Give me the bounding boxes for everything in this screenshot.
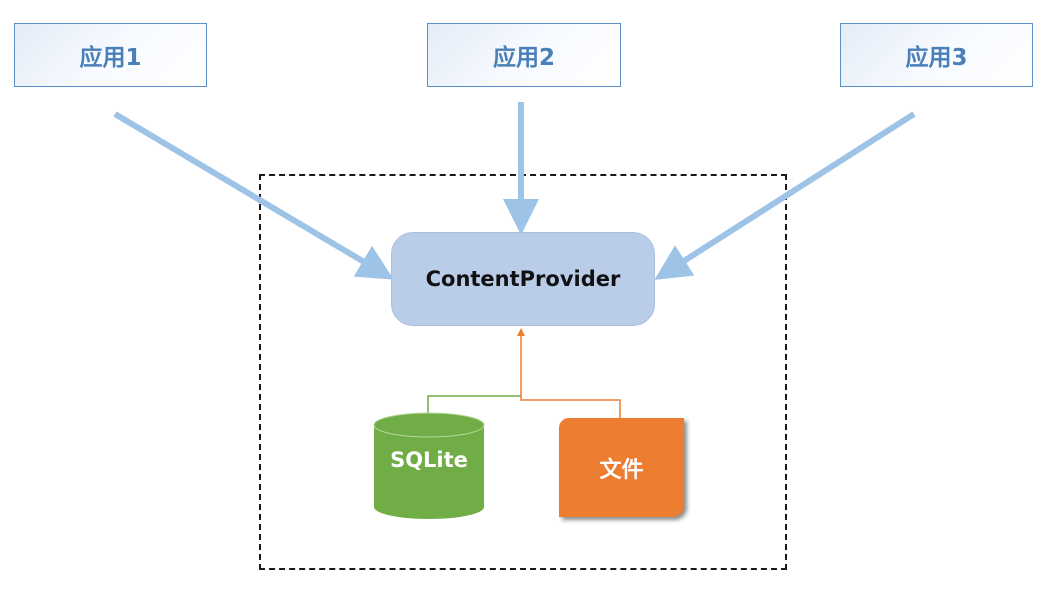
- app-3-label: 应用3: [905, 45, 968, 71]
- arrow-app3-to-provider: [654, 111, 916, 280]
- sqlite-cylinder: [373, 412, 485, 519]
- app-2-label: 应用2: [492, 45, 555, 71]
- app-1-box: 应用1: [14, 23, 207, 87]
- connector-file-to-provider: [517, 328, 621, 418]
- file-label: 文件: [599, 457, 644, 483]
- arrow-app1-to-provider: [113, 111, 394, 280]
- content-provider-box: ContentProvider: [391, 232, 655, 326]
- app-3-box: 应用3: [840, 23, 1033, 87]
- app-2-box: 应用2: [427, 23, 621, 87]
- app-1-label: 应用1: [79, 45, 142, 71]
- file-document: 文件: [559, 418, 684, 517]
- content-provider-label: ContentProvider: [425, 267, 621, 291]
- sqlite-label: SQLite: [390, 448, 468, 472]
- connector-sqlite-to-provider: [427, 395, 521, 414]
